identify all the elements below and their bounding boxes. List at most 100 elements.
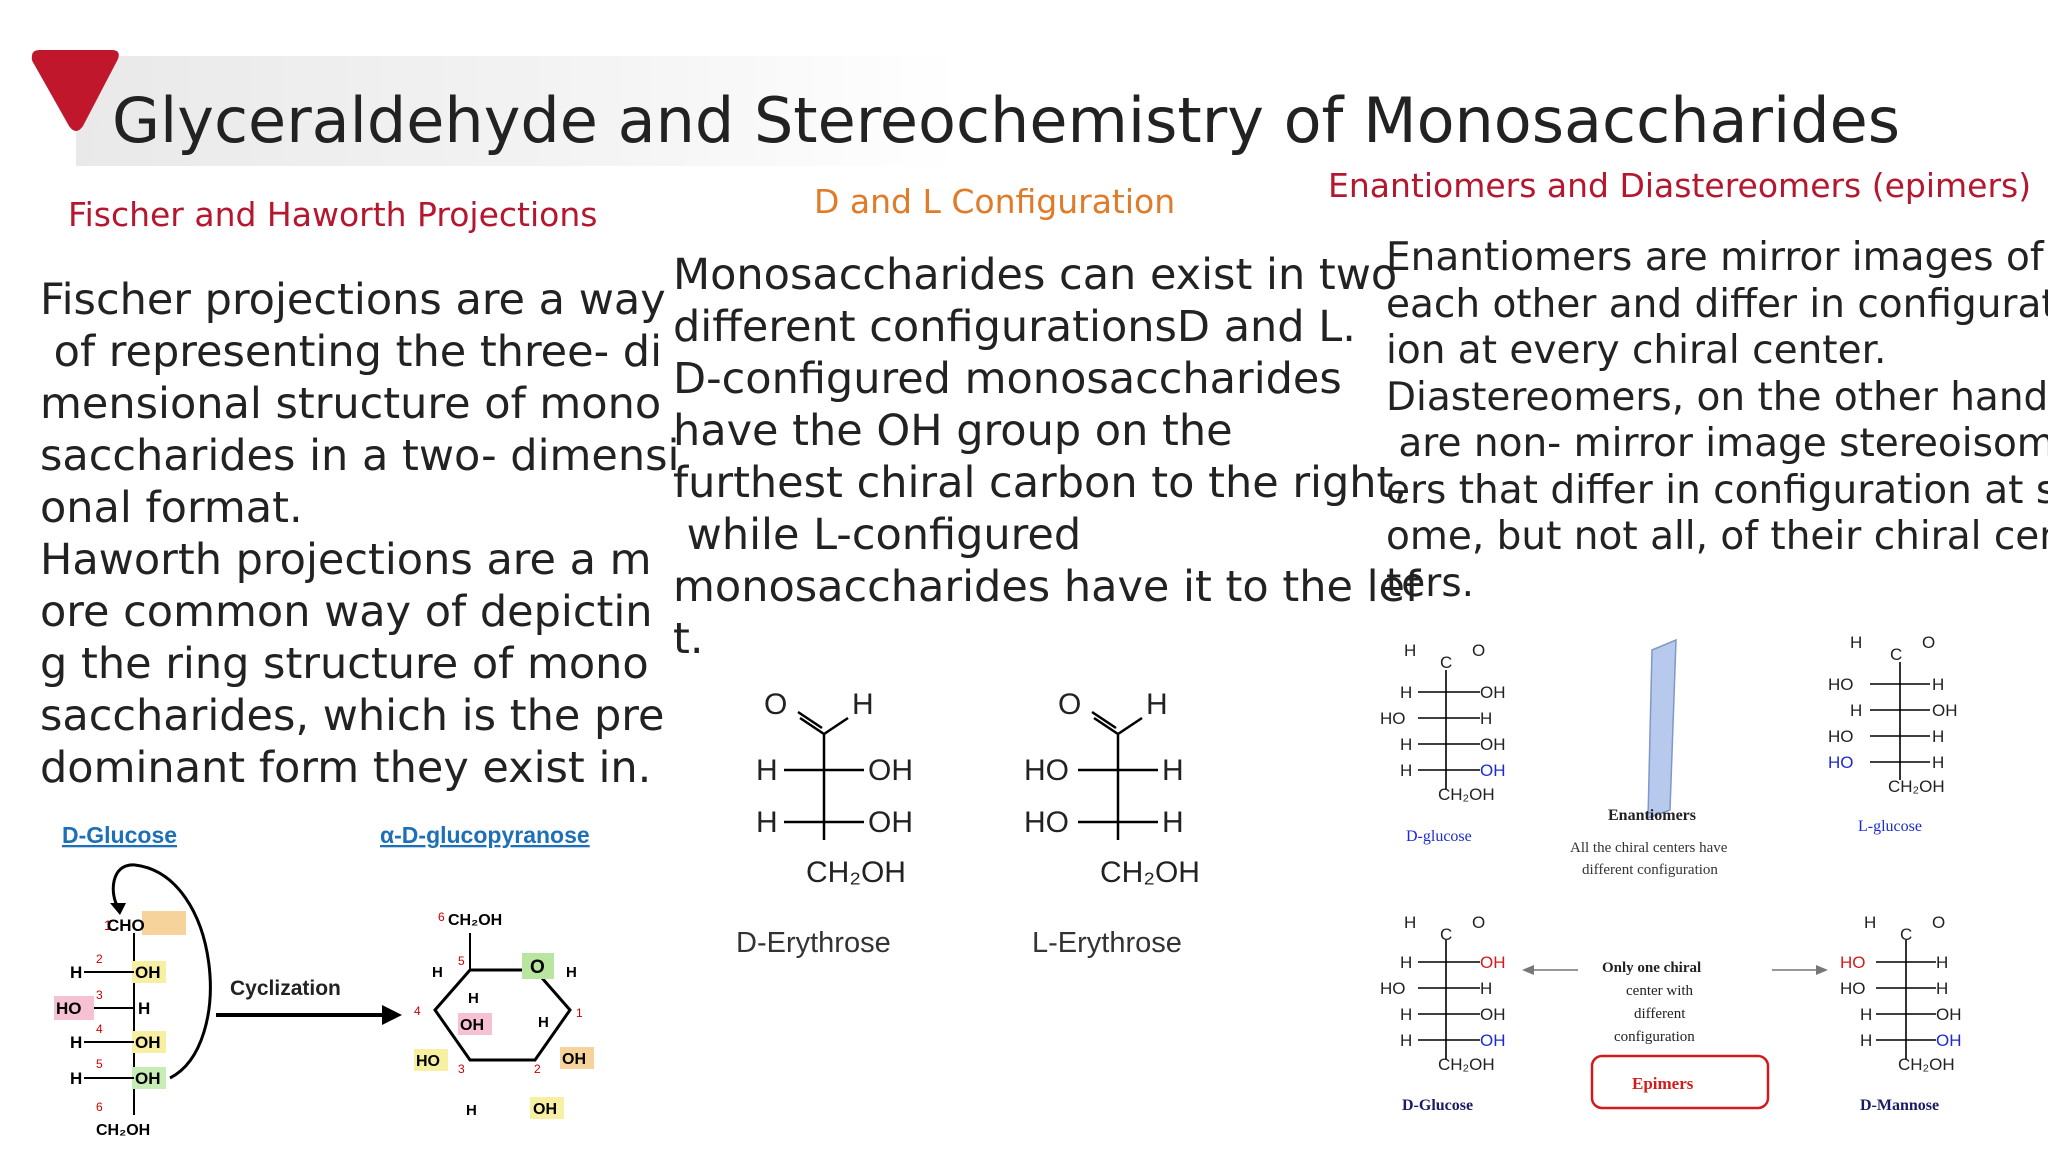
svg-text:H: H <box>1400 735 1412 754</box>
svg-text:H: H <box>1932 727 1944 746</box>
enantiomers-caption-line2: different configuration <box>1582 862 1718 878</box>
svg-text:OH: OH <box>1480 735 1506 754</box>
svg-text:H: H <box>138 999 150 1018</box>
svg-text:H: H <box>1936 979 1948 998</box>
svg-text:OH: OH <box>868 806 913 839</box>
svg-text:C: C <box>1900 925 1912 944</box>
svg-text:H: H <box>70 963 82 982</box>
epimers-box-label: Epimers <box>1632 1074 1694 1093</box>
svg-text:HO: HO <box>1828 675 1854 694</box>
svg-text:4: 4 <box>414 1004 421 1018</box>
svg-text:C: C <box>1890 645 1902 664</box>
ring-ch2oh: CH₂OH <box>448 912 502 929</box>
svg-text:H: H <box>1850 633 1862 652</box>
d-mannose-label: D-Mannose <box>1860 1097 1939 1114</box>
svg-text:H: H <box>1162 806 1184 839</box>
svg-text:OH: OH <box>1480 1031 1506 1050</box>
svg-text:HO: HO <box>1380 979 1406 998</box>
svg-text:H: H <box>1404 641 1416 660</box>
svg-text:OH: OH <box>460 1017 484 1034</box>
epimers-box <box>1590 1054 1770 1110</box>
svg-text:H: H <box>1400 1031 1412 1050</box>
svg-text:CH₂OH: CH₂OH <box>1898 1055 1955 1074</box>
svg-text:1: 1 <box>576 1006 583 1020</box>
svg-text:H: H <box>1860 1031 1872 1050</box>
svg-text:H: H <box>1404 913 1416 932</box>
svg-text:H: H <box>1480 709 1492 728</box>
svg-text:OH: OH <box>1480 761 1506 780</box>
svg-text:H: H <box>1860 1005 1872 1024</box>
svg-text:5: 5 <box>96 1057 103 1071</box>
svg-text:H: H <box>1480 979 1492 998</box>
svg-text:H: H <box>1400 761 1412 780</box>
svg-text:H: H <box>1146 688 1168 721</box>
d-erythrose-label: D-Erythrose <box>736 927 891 959</box>
svg-text:HO: HO <box>1840 979 1866 998</box>
epimers-caption-line2: center with <box>1626 983 1694 999</box>
svg-text:H: H <box>1864 913 1876 932</box>
svg-text:CH₂OH: CH₂OH <box>1438 785 1495 804</box>
svg-text:H: H <box>468 990 479 1007</box>
left-column-heading: Fischer and Haworth Projections <box>68 195 598 234</box>
svg-text:OH: OH <box>1480 683 1506 702</box>
svg-text:H: H <box>1932 753 1944 772</box>
svg-text:1: 1 <box>104 917 112 933</box>
title-bar-background <box>76 56 956 166</box>
svg-text:H: H <box>70 1069 82 1088</box>
svg-text:HO: HO <box>1840 953 1866 972</box>
chain-ch2oh: CH₂OH <box>96 1122 150 1139</box>
svg-text:OH: OH <box>1480 1005 1506 1024</box>
svg-text:OH: OH <box>1936 1005 1962 1024</box>
svg-text:OH: OH <box>135 963 161 982</box>
svg-text:H: H <box>852 688 874 721</box>
cyclization-label: Cyclization <box>230 977 341 1000</box>
svg-text:H: H <box>1932 675 1944 694</box>
svg-text:OH: OH <box>135 1069 161 1088</box>
svg-text:OH: OH <box>562 1051 586 1068</box>
svg-text:OH: OH <box>868 754 913 787</box>
svg-text:H: H <box>70 1033 82 1052</box>
svg-text:H: H <box>1400 683 1412 702</box>
svg-text:OH: OH <box>1480 953 1506 972</box>
d-erythrose-ch2oh: CH₂OH <box>806 856 906 889</box>
svg-text:H: H <box>756 754 778 787</box>
l-glucose-label: L-glucose <box>1858 818 1922 835</box>
d-glucose-epimer-label: D-Glucose <box>1402 1097 1473 1114</box>
svg-text:O: O <box>1932 913 1945 932</box>
svg-text:H: H <box>566 964 577 981</box>
middle-column-heading: D and L Configuration <box>814 182 1176 221</box>
right-column-heading: Enantiomers and Diastereomers (epimers) <box>1328 166 2032 205</box>
d-glucose-label: D-Glucose <box>62 822 177 848</box>
enantiomers-caption-line1: All the chiral centers have <box>1570 840 1728 856</box>
svg-text:C: C <box>1440 925 1452 944</box>
epimers-caption-line3: different <box>1634 1006 1686 1022</box>
svg-text:H: H <box>756 806 778 839</box>
right-column-text: Enantiomers are mirror images of each ot… <box>1386 235 2048 606</box>
svg-text:O: O <box>1058 688 1081 721</box>
svg-text:H: H <box>1162 754 1184 787</box>
svg-text:HO: HO <box>416 1053 440 1070</box>
svg-text:H: H <box>1850 701 1862 720</box>
svg-text:HO: HO <box>1828 727 1854 746</box>
svg-text:5: 5 <box>458 954 465 968</box>
svg-text:HO: HO <box>56 999 82 1018</box>
triangle-logo-icon <box>31 50 119 131</box>
svg-text:O: O <box>1922 633 1935 652</box>
svg-text:OH: OH <box>533 1101 557 1118</box>
svg-text:HO: HO <box>1380 709 1406 728</box>
svg-text:3: 3 <box>458 1062 465 1076</box>
svg-text:O: O <box>530 957 545 978</box>
svg-text:4: 4 <box>96 1022 103 1036</box>
alpha-glucopyranose-label: α-D-glucopyranose <box>380 822 590 848</box>
svg-text:HO: HO <box>1024 806 1069 839</box>
svg-text:H: H <box>1400 1005 1412 1024</box>
d-glucose-small-label: D-glucose <box>1406 828 1472 845</box>
svg-text:C: C <box>1440 653 1452 672</box>
svg-text:OH: OH <box>135 1033 161 1052</box>
svg-text:2: 2 <box>534 1062 541 1076</box>
svg-text:O: O <box>1472 913 1485 932</box>
